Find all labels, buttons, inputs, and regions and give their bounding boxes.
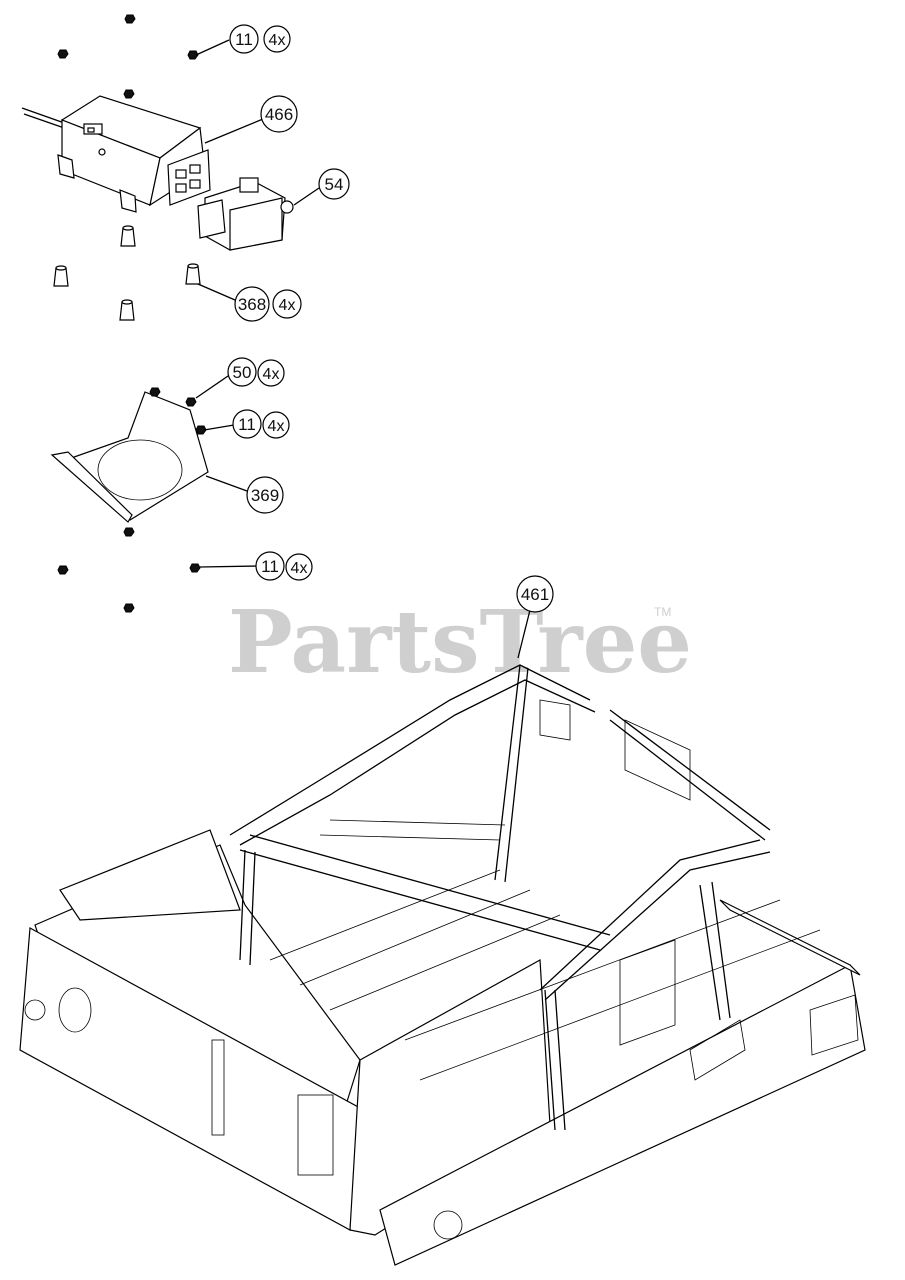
callout-368[interactable]: 368 4x (234, 286, 302, 322)
callout-part-number: 11 (238, 415, 256, 434)
mounts (53, 225, 201, 321)
controller-module (21, 95, 211, 213)
bottom-nuts (57, 563, 201, 613)
callout-11-bottom[interactable]: 11 4x (255, 551, 313, 581)
callout-part-number: 50 (233, 363, 252, 382)
top-nuts (57, 14, 199, 99)
callout-461[interactable]: 461 (516, 575, 554, 613)
bracket (50, 387, 209, 537)
main-frame (19, 664, 866, 1266)
callout-qty: 4x (263, 366, 280, 383)
callout-part-number: 369 (251, 486, 279, 505)
solenoid (197, 177, 294, 251)
callout-50[interactable]: 50 4x (227, 357, 285, 387)
callout-54[interactable]: 54 (318, 168, 350, 200)
callout-part-number: 368 (238, 295, 266, 314)
callout-part-number: 466 (265, 105, 293, 124)
watermark-trademark: TM (654, 605, 671, 619)
callout-466[interactable]: 466 (260, 95, 298, 133)
callout-qty: 4x (291, 560, 308, 577)
callout-part-number: 11 (261, 557, 279, 576)
callout-part-number: 461 (521, 585, 549, 604)
callout-part-number: 54 (325, 175, 344, 194)
callout-qty: 4x (269, 32, 286, 49)
callout-qty: 4x (279, 297, 296, 314)
watermark-text: PartsTree (228, 592, 692, 693)
watermark: PartsTree TM (228, 592, 692, 693)
callout-369[interactable]: 369 (246, 476, 284, 514)
leader-lines (195, 39, 531, 659)
callout-part-number: 11 (235, 30, 253, 49)
callout-11-middle[interactable]: 11 4x (232, 409, 290, 439)
callout-qty: 4x (268, 418, 285, 435)
callout-11-top[interactable]: 11 4x (229, 24, 291, 54)
